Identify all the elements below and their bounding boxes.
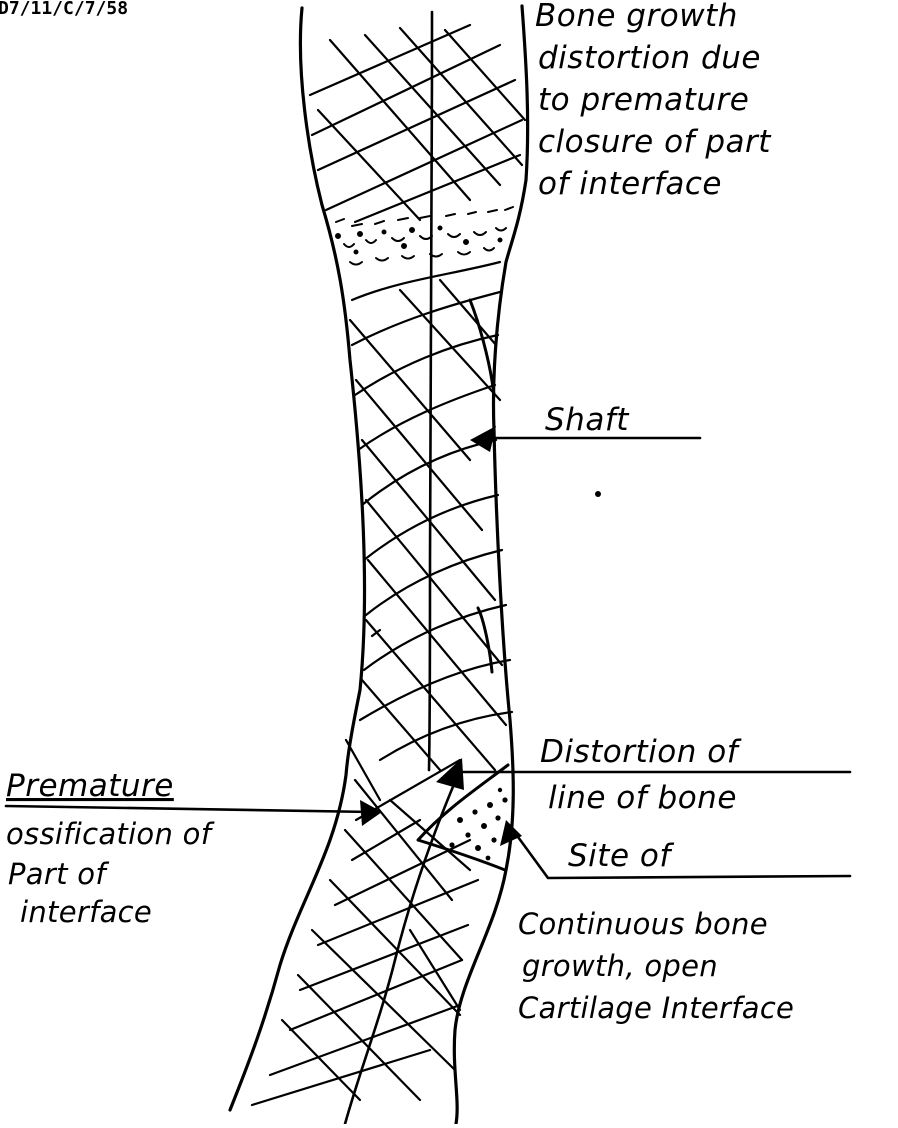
top-note-line-5: of interface bbox=[538, 166, 722, 202]
label-shaft: Shaft bbox=[545, 402, 630, 438]
premature-line-2: Part of bbox=[8, 857, 109, 891]
top-note-line-1: Bone growth bbox=[535, 0, 738, 34]
label-distortion: Distortion of line of bone bbox=[540, 734, 742, 816]
distortion-arrowhead bbox=[436, 758, 464, 790]
premature-heading: Premature bbox=[6, 768, 174, 804]
label-top-note: Bone growth distortion due to premature … bbox=[535, 0, 772, 202]
site-heading: Site of bbox=[568, 838, 674, 874]
top-note-line-3: to premature bbox=[538, 82, 749, 118]
site-line-1: Continuous bone bbox=[518, 907, 768, 941]
premature-leader bbox=[6, 806, 372, 812]
top-note-line-4: closure of part bbox=[538, 124, 772, 160]
label-premature: Premature ossification of Part of interf… bbox=[6, 768, 215, 929]
site-leader bbox=[510, 826, 850, 878]
distortion-line-1: Distortion of bbox=[540, 734, 742, 770]
growth-band-marks bbox=[336, 207, 514, 265]
shaft-arrowhead bbox=[470, 426, 496, 452]
distortion-line-2: line of bone bbox=[548, 780, 737, 816]
top-hatching bbox=[310, 25, 525, 222]
top-note-line-2: distortion due bbox=[538, 40, 761, 76]
reference-number: D7/11/C/7/58 bbox=[0, 0, 128, 19]
bone-outline bbox=[230, 6, 528, 1124]
premature-arrowhead bbox=[360, 800, 382, 826]
central-axis-line bbox=[429, 12, 432, 770]
stray-dot bbox=[595, 491, 601, 497]
premature-line-3: interface bbox=[20, 895, 152, 929]
site-line-3: Cartilage Interface bbox=[518, 991, 794, 1025]
bone-left-edge bbox=[230, 8, 365, 1110]
lower-hatching bbox=[252, 740, 478, 1105]
label-site: Site of Continuous bone growth, open Car… bbox=[518, 838, 794, 1025]
site-line-2: growth, open bbox=[522, 949, 718, 983]
premature-line-1: ossification of bbox=[6, 817, 215, 851]
